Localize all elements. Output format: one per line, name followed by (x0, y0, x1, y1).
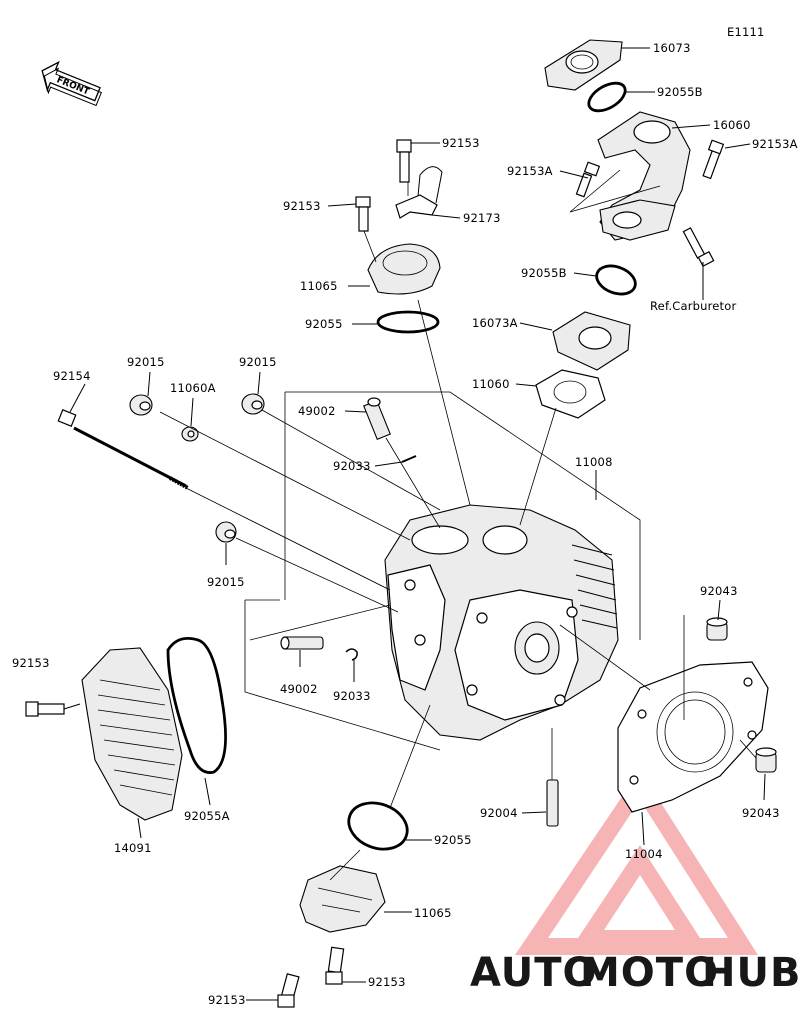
watermark-logo-text: AUTO MOTO HUB (470, 950, 800, 996)
stud-92004 (546, 779, 559, 827)
watermark-logo-triangle (515, 770, 758, 955)
label-92153a-left: 92153A (507, 164, 553, 178)
leader-lines (63, 47, 766, 1001)
washer-11060a (181, 426, 199, 442)
diagram-code: E1111 (727, 25, 765, 39)
label-92043-top: 92043 (700, 584, 738, 598)
part-labels: 16073 92055B 16060 92153A 92153A 92153 9… (12, 41, 798, 1007)
label-11060: 11060 (472, 377, 510, 391)
label-14091: 14091 (114, 841, 152, 855)
front-arrow-icon: FRONT (41, 60, 102, 107)
o-ring-92055-bottom (347, 801, 409, 851)
label-92043-right: 92043 (742, 806, 780, 820)
label-92055-top: 92055 (305, 317, 343, 331)
label-92055a: 92055A (184, 809, 230, 823)
o-ring-92055b-mid (595, 264, 637, 296)
stud-92154 (57, 409, 189, 490)
label-92153-bottom-right: 92153 (368, 975, 406, 989)
bolt-92153a-right (702, 139, 725, 180)
label-11065-bottom: 11065 (414, 906, 452, 920)
label-11065-top: 11065 (300, 279, 338, 293)
bolt-intake-lower (682, 227, 715, 268)
nut-92015-a (129, 394, 153, 416)
label-92154: 92154 (53, 369, 91, 383)
label-92153-left: 92153 (283, 199, 321, 213)
bolt-92153-left (355, 196, 371, 232)
cylinder-head-11008 (244, 391, 641, 751)
label-92153-top: 92153 (442, 136, 480, 150)
label-92015-b: 92015 (239, 355, 277, 369)
label-92153-bottom-left: 92153 (208, 993, 246, 1007)
cap-11065-top (367, 243, 441, 295)
cap-11065-bottom (299, 865, 386, 933)
label-16060: 16060 (713, 118, 751, 132)
nut-92015-b (241, 393, 265, 415)
label-92033-top: 92033 (333, 459, 371, 473)
insulator-16073a (552, 311, 631, 371)
circlip-92033-top (401, 455, 417, 463)
side-cover-14091 (81, 647, 183, 821)
label-49002-mid: 49002 (280, 682, 318, 696)
label-ref-carburetor: Ref.Carburetor (650, 299, 737, 313)
bolt-92153-top (396, 139, 412, 183)
gasket-11004 (617, 661, 769, 813)
label-11008: 11008 (575, 455, 613, 469)
label-92015-a: 92015 (127, 355, 165, 369)
label-92055b-mid: 92055B (521, 266, 567, 280)
label-11004: 11004 (625, 847, 663, 861)
label-92173: 92173 (463, 211, 501, 225)
label-92153a-right: 92153A (752, 137, 798, 151)
watermark-auto: AUTO (470, 950, 598, 996)
insulator-16073 (544, 39, 623, 91)
label-92015-c: 92015 (207, 575, 245, 589)
label-92033-mid: 92033 (333, 689, 371, 703)
nut-92015-c (215, 521, 237, 543)
bolt-92153a-left (575, 161, 601, 198)
label-92004: 92004 (480, 806, 518, 820)
label-16073: 16073 (653, 41, 691, 55)
label-16073a: 16073A (472, 316, 518, 330)
gasket-92055a (166, 636, 227, 774)
watermark-moto: MOTO (580, 950, 719, 996)
valve-guide-49002-mid (280, 636, 324, 650)
valve-guide-49002-top (363, 397, 391, 441)
bolt-92153-bottom-left (277, 973, 300, 1008)
dowel-92043-right (755, 747, 777, 773)
bolt-92153-bottom-right (325, 946, 345, 985)
bolt-92153-side (25, 701, 65, 717)
circlip-92033-mid (345, 648, 358, 661)
watermark-hub: HUB (702, 950, 800, 996)
label-92055b-top: 92055B (657, 85, 703, 99)
label-92055-bottom: 92055 (434, 833, 472, 847)
label-92153-side: 92153 (12, 656, 50, 670)
o-ring-92055-top (376, 310, 440, 334)
o-ring-92055b-top (587, 81, 627, 113)
gasket-11060 (535, 369, 606, 419)
label-49002-top: 49002 (298, 404, 336, 418)
dowel-92043-top (706, 617, 728, 641)
label-11060a: 11060A (170, 381, 216, 395)
bracket-92173 (395, 166, 443, 219)
intake-pipe-16060 (597, 111, 691, 241)
